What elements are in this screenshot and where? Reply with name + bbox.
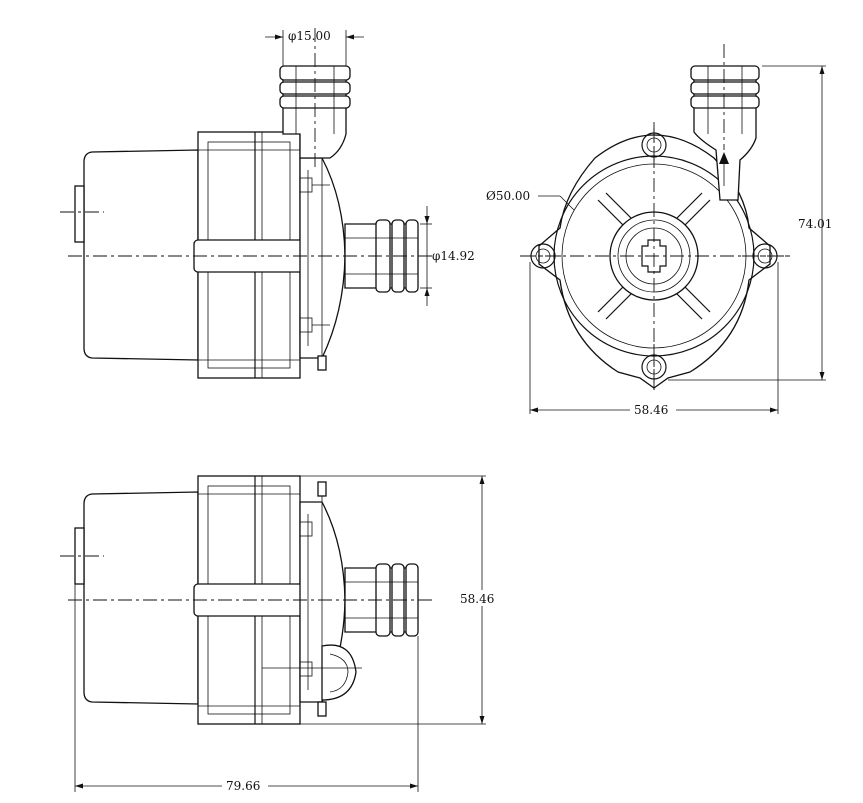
body-diameter-label: Ø50.00: [486, 189, 530, 203]
outlet-diameter-label: φ15.00: [288, 29, 331, 43]
volute: [299, 157, 346, 359]
outlet-stub-bottom: [321, 644, 357, 701]
overall-length-label: 79.66: [226, 779, 260, 793]
bottom-view: 58.46 79.66: [60, 475, 500, 793]
side-view: φ15.00 φ14.92: [60, 28, 475, 379]
overall-width-label: 58.46: [634, 403, 668, 417]
motor-housing: [83, 149, 199, 361]
side-height-label: 58.46: [460, 592, 494, 606]
end-cap-stub: [74, 185, 85, 243]
overall-height-label: 74.01: [798, 217, 832, 231]
motor-housing-bottom: [83, 491, 199, 705]
inlet-diameter-label: φ14.92: [432, 249, 475, 263]
front-view: Ø50.00 74.01 58.46: [486, 44, 832, 417]
housing-ribs: [597, 192, 711, 320]
